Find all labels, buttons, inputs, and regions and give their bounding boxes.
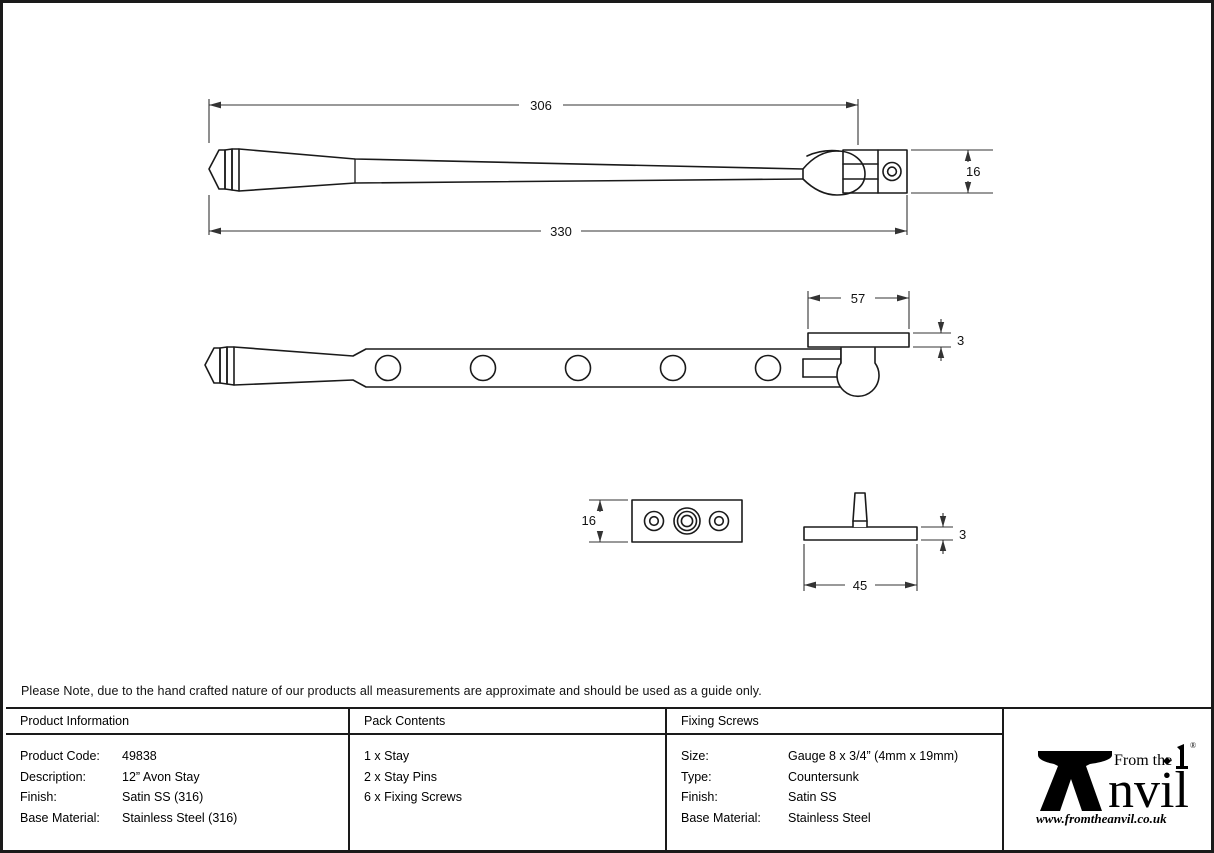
- spec-value: Satin SS (316): [122, 790, 204, 804]
- registered-trademark-icon: ®: [1190, 741, 1196, 750]
- stay-pin-plan-view: [631, 499, 743, 543]
- spec-label: Size:: [681, 749, 709, 763]
- table-row: Base Material: Stainless Steel (316): [20, 808, 348, 829]
- spec-value: Stainless Steel: [788, 810, 871, 825]
- product-information-column: Product Information Product Code: 49838 …: [6, 709, 350, 850]
- logo-anvil-wordmark: nvil: [1108, 762, 1189, 819]
- spec-label: Finish:: [20, 790, 57, 804]
- stay-pin-side-view: [803, 492, 918, 541]
- spec-label: Product Code:: [20, 749, 100, 763]
- spec-value: 49838: [122, 749, 157, 763]
- brand-logo-column: From the ® nvil www.fromtheanvil.co.uk: [1004, 709, 1211, 850]
- table-row: Base Material: Stainless Steel: [681, 808, 1002, 829]
- spec-label: Finish:: [681, 790, 718, 804]
- spec-label: Type:: [681, 769, 712, 784]
- information-table: Please Note, due to the hand crafted nat…: [6, 675, 1211, 850]
- dim-label-pad-thickness-3: 3: [957, 333, 964, 348]
- logo-website-text: www.fromtheanvil.co.uk: [1036, 811, 1167, 826]
- technical-drawing-canvas: 306 330 16 57 3 16 3 45: [204, 98, 993, 593]
- anvil-logo-icon: From the ® nvil www.fromtheanvil.co.uk: [1036, 741, 1196, 826]
- spec-label: Description:: [20, 769, 86, 784]
- fixing-screws-header: Fixing Screws: [667, 709, 1002, 735]
- table-row: Description: 12” Avon Stay: [20, 767, 348, 788]
- plan-view-stay-arm: [208, 148, 908, 196]
- dim-label-pin-thickness-3: 3: [959, 527, 966, 542]
- spec-label: Base Material:: [681, 810, 761, 825]
- dimension-arrowheads: [209, 101, 972, 589]
- dim-label-306: 306: [530, 98, 552, 113]
- table-row: Finish: Satin SS: [681, 787, 1002, 808]
- from-the-anvil-logo: From the ® nvil www.fromtheanvil.co.uk: [1016, 735, 1202, 827]
- list-item: 2 x Stay Pins: [364, 769, 437, 784]
- dim-label-pin-length-45: 45: [853, 578, 867, 593]
- spec-label: Base Material:: [20, 810, 100, 825]
- logo-cell: From the ® nvil www.fromtheanvil.co.uk: [1004, 709, 1211, 850]
- disclaimer-note-text: Please Note, due to the hand crafted nat…: [21, 684, 762, 698]
- spec-value: 12” Avon Stay: [122, 769, 200, 784]
- table-row: Finish: Satin SS (316): [20, 787, 348, 808]
- product-information-header: Product Information: [6, 709, 348, 735]
- spec-value: Stainless Steel (316): [122, 810, 238, 825]
- table-row: Product Code: 49838: [20, 746, 348, 767]
- dim-label-57: 57: [851, 291, 865, 306]
- table-row: Size: Gauge 8 x 3/4” (4mm x 19mm): [681, 746, 1002, 767]
- list-item: 6 x Fixing Screws: [364, 790, 462, 804]
- logo-from-the-text: From the: [1114, 752, 1172, 769]
- dim-label-pin-width-16: 16: [582, 513, 596, 528]
- disclaimer-note-row: Please Note, due to the hand crafted nat…: [6, 675, 1211, 709]
- fixing-screws-column: Fixing Screws Size: Gauge 8 x 3/4” (4mm …: [667, 709, 1004, 850]
- spec-value: Gauge 8 x 3/4” (4mm x 19mm): [788, 749, 959, 763]
- spec-value: Satin SS: [788, 790, 837, 804]
- list-item: 1 x Stay: [364, 749, 410, 763]
- diamond-icon: [1163, 757, 1171, 765]
- table-row: Type: Countersunk: [681, 767, 1002, 788]
- product-information-body: Product Code: 49838 Description: 12” Avo…: [6, 735, 348, 828]
- pack-contents-body: 1 x Stay 2 x Stay Pins 6 x Fixing Screws: [350, 735, 665, 808]
- table-columns: Product Information Product Code: 49838 …: [6, 709, 1211, 850]
- pack-contents-header: Pack Contents: [350, 709, 665, 735]
- fixing-screws-body: Size: Gauge 8 x 3/4” (4mm x 19mm) Type: …: [667, 735, 1002, 828]
- side-view-stay-arm: [204, 332, 910, 398]
- dim-label-top-height-16: 16: [966, 164, 980, 179]
- pack-contents-column: Pack Contents 1 x Stay 2 x Stay Pins 6 x…: [350, 709, 667, 850]
- spec-value: Countersunk: [788, 769, 859, 784]
- dim-label-330: 330: [550, 224, 572, 239]
